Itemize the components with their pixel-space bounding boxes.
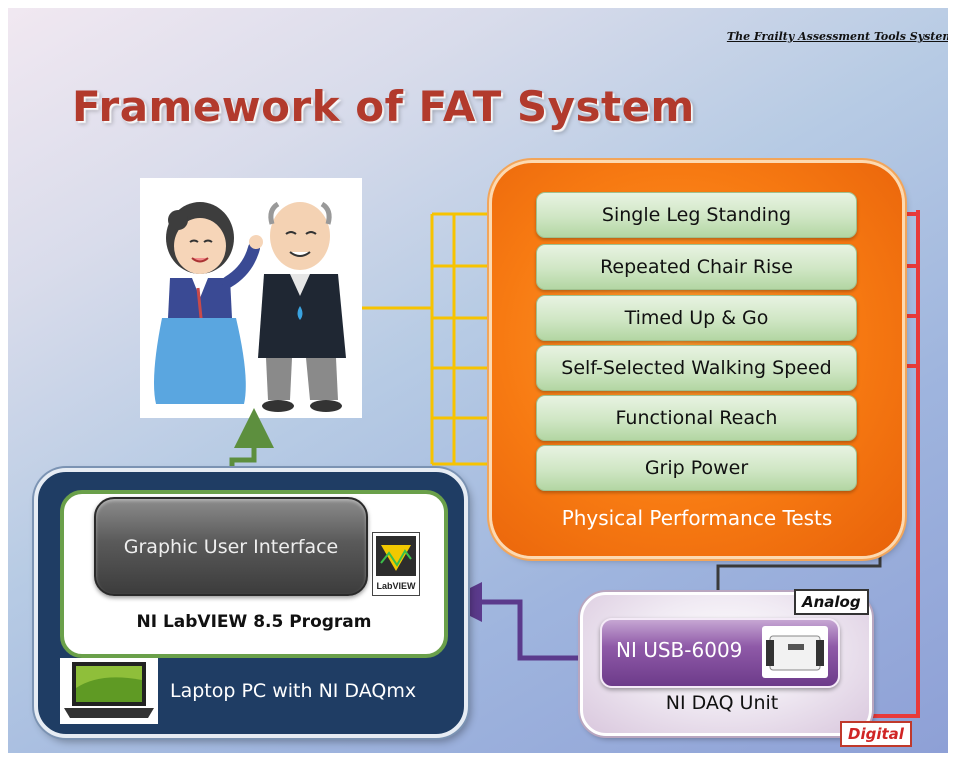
- gui-label: Graphic User Interface: [123, 535, 339, 558]
- laptop-label: Laptop PC with NI DAQmx: [170, 680, 417, 702]
- test-grip-power: Grip Power: [536, 445, 857, 491]
- labview-program-label: NI LabVIEW 8.5 Program: [136, 612, 372, 632]
- data-arrow: [442, 582, 600, 661]
- physical-performance-label: Physical Performance Tests: [561, 506, 833, 530]
- test-functional-reach: Functional Reach: [536, 395, 857, 441]
- elderly-couple-illustration: [154, 201, 346, 412]
- elderly-couple-image: [140, 178, 362, 418]
- header-note: The Frailty Assessment Tools System: [726, 30, 948, 43]
- page-title: Framework of FAT System: [72, 82, 695, 131]
- test-single-leg-standing: Single Leg Standing: [536, 192, 857, 238]
- test-walking-speed: Self-Selected Walking Speed: [536, 345, 857, 391]
- analog-tag: Analog: [794, 589, 869, 615]
- usb-device-label: NI USB-6009: [616, 638, 743, 662]
- test-timed-up-and-go: Timed Up & Go: [536, 295, 857, 341]
- gui-block: Graphic User Interface: [94, 497, 368, 596]
- laptop-icon: [60, 658, 158, 724]
- digital-tag: Digital: [840, 721, 912, 747]
- daq-unit-label: NI DAQ Unit: [665, 692, 779, 714]
- usb-device-icon: [762, 626, 828, 678]
- labview-logo-text: LabVIEW: [376, 581, 416, 591]
- labview-logo-icon: LabVIEW: [372, 532, 420, 596]
- test-repeated-chair-rise: Repeated Chair Rise: [536, 244, 857, 290]
